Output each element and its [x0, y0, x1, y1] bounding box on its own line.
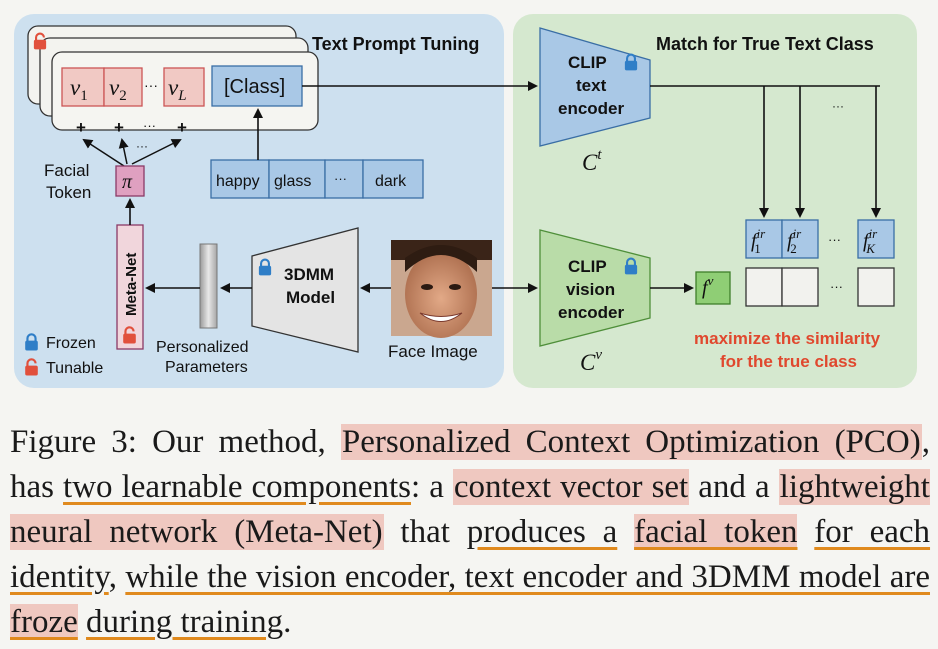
text-encoder-label-1: CLIP	[568, 53, 607, 72]
fv-box	[695, 271, 731, 305]
caption-highlight-facial-token: facial token	[634, 514, 798, 550]
token-vl-label: vL	[168, 75, 187, 104]
face-image	[391, 240, 492, 338]
caption-part: that	[383, 514, 467, 550]
pi-symbol: π	[122, 171, 133, 193]
vision-encoder-label-2: vision	[566, 280, 615, 299]
feature-dots: ···	[828, 232, 841, 247]
fanout-dots: ···	[832, 99, 844, 113]
caption-part	[797, 514, 814, 550]
facial-token-label-2: Token	[46, 183, 91, 202]
figure-caption: Figure 3: Our method, Personalized Conte…	[10, 420, 930, 645]
plus-3: +	[177, 118, 187, 137]
fv-label: fv	[702, 273, 714, 299]
text-encoder-symbol: Ct	[582, 147, 602, 175]
pi-arrow-2	[118, 138, 129, 165]
vision-encoder-symbol: Cv	[580, 347, 602, 375]
plus-2: +	[114, 118, 124, 137]
right-panel-title: Match for True Text Class	[656, 34, 874, 54]
image-feature-cell-2	[781, 267, 819, 307]
pi-arrow-dots: ···	[136, 139, 148, 153]
pco-diagram: Text Prompt Tuning Match for True Text C…	[14, 14, 917, 388]
vision-encoder-label-3: encoder	[558, 303, 625, 322]
class-word-glass: glass	[274, 173, 311, 190]
class-word-dots: ···	[334, 171, 347, 186]
caption-highlight-froze: froze	[10, 604, 78, 640]
params-label-1: Personalized	[156, 339, 249, 356]
text-encoder-label-2: text	[576, 76, 607, 95]
clip-vision-encoder-shape	[539, 229, 651, 347]
caption-part: Figure 3: Our method,	[10, 424, 341, 460]
facial-token-label-1: Facial	[44, 161, 89, 180]
caption-part: , has	[10, 424, 930, 505]
context-token-vl	[163, 67, 205, 107]
feature-f2-cell	[781, 219, 819, 259]
image-feature-cell-k	[857, 267, 895, 307]
personalized-parameters-bar	[199, 243, 218, 329]
pi-arrow-1	[82, 138, 125, 167]
token-dots: ···	[144, 77, 158, 93]
legend-tunable: Tunable	[46, 360, 103, 377]
meta-net-label: Meta-Net	[123, 253, 140, 316]
caption-part: ,	[108, 559, 126, 595]
context-token-v1	[61, 67, 105, 107]
token-v2-label: v2	[109, 75, 127, 104]
clip-text-encoder-shape	[539, 27, 651, 147]
caption-underline-frozen-parts: while the vision encoder, text encoder a…	[125, 559, 930, 595]
text-encoder-label-3: encoder	[558, 99, 625, 118]
caption-highlight-pco: Personalized Context Optimization (PCO)	[340, 424, 922, 460]
maximize-line-1: maximize the similarity	[694, 329, 881, 348]
caption-part: .	[283, 604, 292, 640]
class-token	[211, 65, 303, 107]
caption-underline-training: during training	[86, 604, 284, 640]
class-token-label: [Class]	[224, 76, 285, 98]
plus-1: +	[76, 118, 86, 137]
image-feature-dots: ···	[830, 279, 843, 294]
plus-dots: ···	[143, 118, 156, 133]
class-word-dark: dark	[375, 173, 407, 190]
caption-underline-produces: produces a	[466, 514, 618, 550]
class-word-happy: happy	[216, 173, 260, 190]
vision-encoder-label-1: CLIP	[568, 257, 607, 276]
class-words-row	[210, 159, 424, 199]
pi-arrow-3	[131, 139, 182, 165]
caption-underline-identity: for each identity	[10, 514, 931, 595]
feature-fk-cell	[857, 219, 895, 259]
pi-box	[115, 165, 145, 197]
caption-underline-components: two learnable components	[63, 469, 411, 505]
face-image-label: Face Image	[388, 342, 478, 361]
caption-part: and a	[689, 469, 779, 505]
3dmm-model-shape	[251, 227, 359, 353]
maximize-line-2: for the true class	[720, 352, 857, 371]
3dmm-label-2: Model	[286, 288, 335, 307]
image-feature-cell-1	[745, 267, 783, 307]
params-label-2: Parameters	[165, 359, 248, 376]
caption-part: : a	[411, 469, 453, 505]
token-v1-label: v1	[70, 75, 88, 104]
left-panel-title: Text Prompt Tuning	[312, 34, 479, 54]
3dmm-label-1: 3DMM	[284, 265, 334, 284]
legend-frozen: Frozen	[46, 335, 96, 352]
caption-part	[78, 604, 86, 640]
context-token-v2	[103, 67, 143, 107]
caption-highlight-context: context vector set	[452, 469, 690, 505]
